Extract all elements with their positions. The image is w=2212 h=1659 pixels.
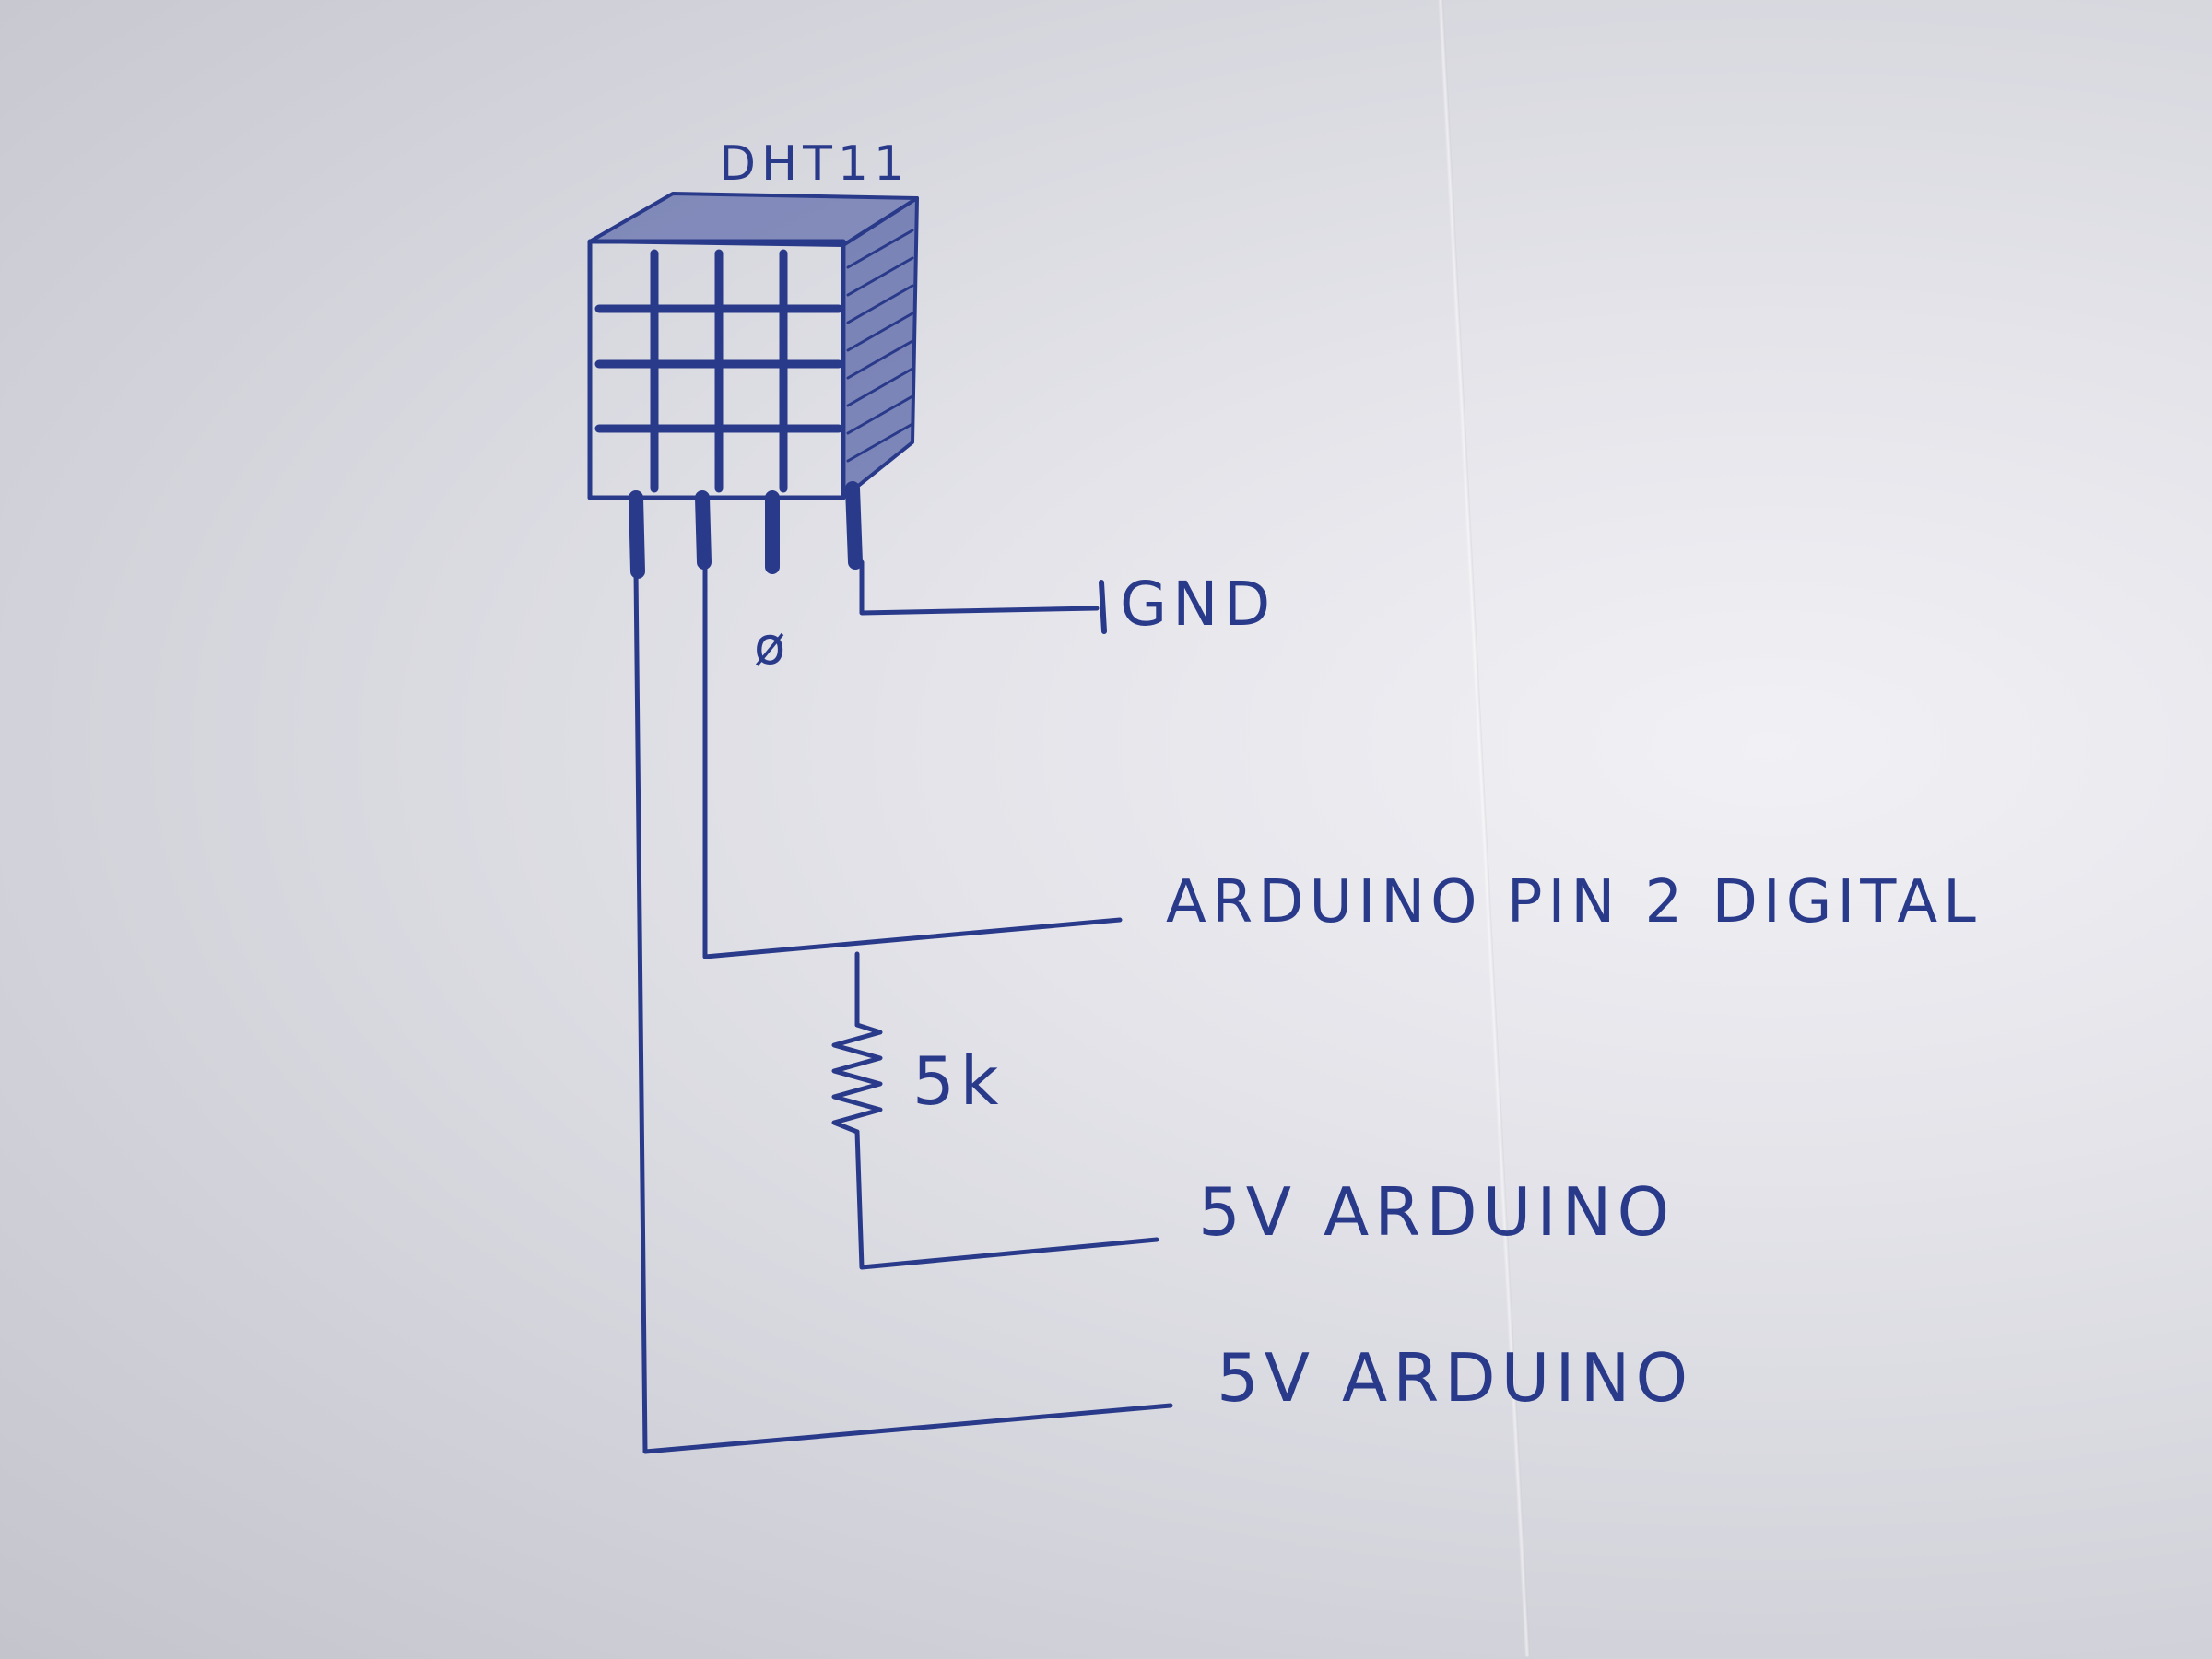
vcc-wire — [633, 569, 1173, 1454]
pullup-wire — [854, 1129, 1159, 1270]
pin3-not-connected-mark: ø — [754, 617, 791, 677]
data-wire — [702, 559, 1123, 959]
sensor-front-grid — [594, 249, 843, 493]
resistor-zigzag — [831, 1022, 883, 1135]
dht11-sensor — [587, 192, 919, 579]
gnd-terminal-mark — [1099, 580, 1107, 634]
pin-1 — [629, 490, 645, 579]
pin-2 — [695, 490, 712, 570]
gnd-wire — [859, 559, 1100, 616]
wires — [633, 559, 1173, 1454]
sensor-side-hatching — [846, 229, 914, 463]
sensor-label: DHT11 — [719, 136, 910, 192]
labels: DHT11 ø GND ARDUINO PIN 2 DIGITAL 5k 5V … — [719, 136, 1982, 1417]
pin-4 — [845, 481, 863, 570]
data-pin-label: ARDUINO PIN 2 DIGITAL — [1166, 868, 1982, 936]
sensor-side-face — [841, 196, 919, 500]
resistor-label: 5k — [912, 1042, 1005, 1120]
vcc-supply-label: 5V ARDUINO — [1217, 1339, 1693, 1417]
gnd-label: GND — [1120, 569, 1276, 640]
sensor-pins — [629, 481, 863, 579]
pullup-supply-label: 5V ARDUINO — [1198, 1173, 1675, 1251]
